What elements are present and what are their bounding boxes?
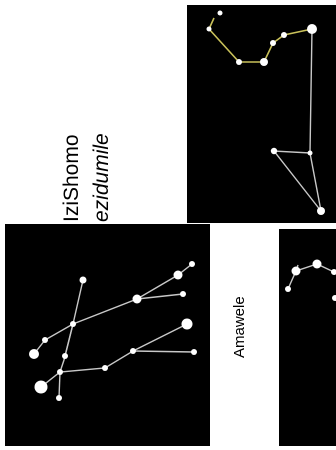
- star: [317, 207, 325, 215]
- star: [62, 353, 68, 359]
- constellation-panel-right: [279, 229, 336, 446]
- star: [133, 295, 142, 304]
- star: [57, 369, 63, 375]
- constellation-lines: [274, 29, 321, 211]
- star: [307, 24, 317, 34]
- star: [218, 11, 223, 16]
- star: [70, 321, 76, 327]
- star-chart-top: [187, 5, 336, 223]
- star: [180, 291, 186, 297]
- star: [236, 59, 242, 65]
- star: [292, 267, 301, 276]
- star: [332, 295, 336, 301]
- star: [207, 27, 212, 32]
- constellation-label: Amawele: [231, 296, 248, 358]
- star: [130, 348, 136, 354]
- stars: [207, 11, 326, 216]
- title-line-1: IziShomo: [60, 134, 84, 222]
- title-line-2: ezidumile: [90, 133, 114, 222]
- star: [80, 277, 87, 284]
- star: [271, 148, 277, 154]
- star: [174, 271, 183, 280]
- star: [313, 260, 322, 269]
- star-chart-gemini: [5, 224, 210, 446]
- star: [260, 58, 268, 66]
- star: [189, 261, 195, 267]
- star: [56, 395, 62, 401]
- star: [29, 349, 39, 359]
- star: [42, 337, 48, 343]
- constellation-panel-gemini: [5, 224, 210, 446]
- star-chart-right: [279, 229, 336, 446]
- highlight-lines: [209, 18, 312, 62]
- star: [285, 286, 291, 292]
- star: [281, 32, 287, 38]
- star: [270, 40, 276, 46]
- star: [308, 151, 313, 156]
- star: [102, 365, 108, 371]
- star: [182, 319, 193, 330]
- constellation-lines: [34, 264, 194, 398]
- star: [191, 349, 197, 355]
- constellation-panel-top: [187, 5, 336, 223]
- star: [331, 269, 336, 275]
- star: [35, 381, 48, 394]
